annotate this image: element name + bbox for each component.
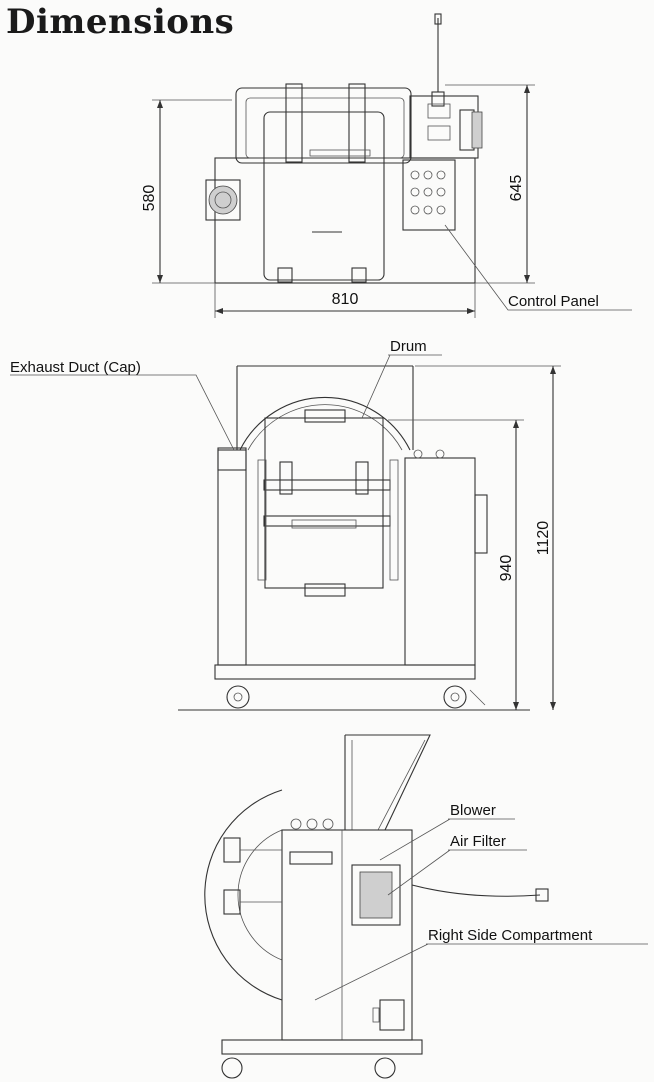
top-control-panel [402, 159, 456, 231]
exhaust-duct [217, 447, 247, 471]
dim-940: 940 [498, 555, 515, 582]
top-drum [263, 111, 385, 281]
top-base-outline [214, 157, 476, 284]
front-drum-arch [239, 396, 411, 451]
front-view: 940 1120 Exhaust Duct (Cap) Drum [10, 338, 561, 711]
label-air-filter: Air Filter [450, 833, 506, 850]
top-blower [205, 179, 241, 221]
dim-645: 645 [508, 175, 525, 202]
side-cabinet [281, 829, 413, 1041]
side-drum [204, 789, 283, 1001]
side-base [221, 1039, 423, 1055]
side-upper-frame [345, 734, 431, 831]
label-right-side-compartment: Right Side Compartment [428, 927, 593, 944]
dim-1120: 1120 [535, 521, 552, 556]
label-blower: Blower [450, 802, 496, 819]
front-drum [264, 417, 384, 589]
front-right-cabinet [404, 457, 476, 666]
side-view: Blower Air Filter Right Side Compartment [204, 734, 648, 1079]
label-control-panel: Control Panel [508, 293, 599, 310]
label-exhaust-duct: Exhaust Duct (Cap) [10, 359, 141, 376]
label-drum: Drum [390, 338, 427, 355]
front-base [214, 664, 476, 680]
front-left-column [217, 449, 247, 666]
dim-810: 810 [332, 291, 359, 308]
top-frame [235, 87, 412, 164]
page-title: Dimensions [6, 2, 235, 42]
dim-580: 580 [141, 185, 158, 212]
top-view: 580 645 810 Control Panel [141, 13, 632, 318]
side-air-filter [351, 864, 401, 926]
